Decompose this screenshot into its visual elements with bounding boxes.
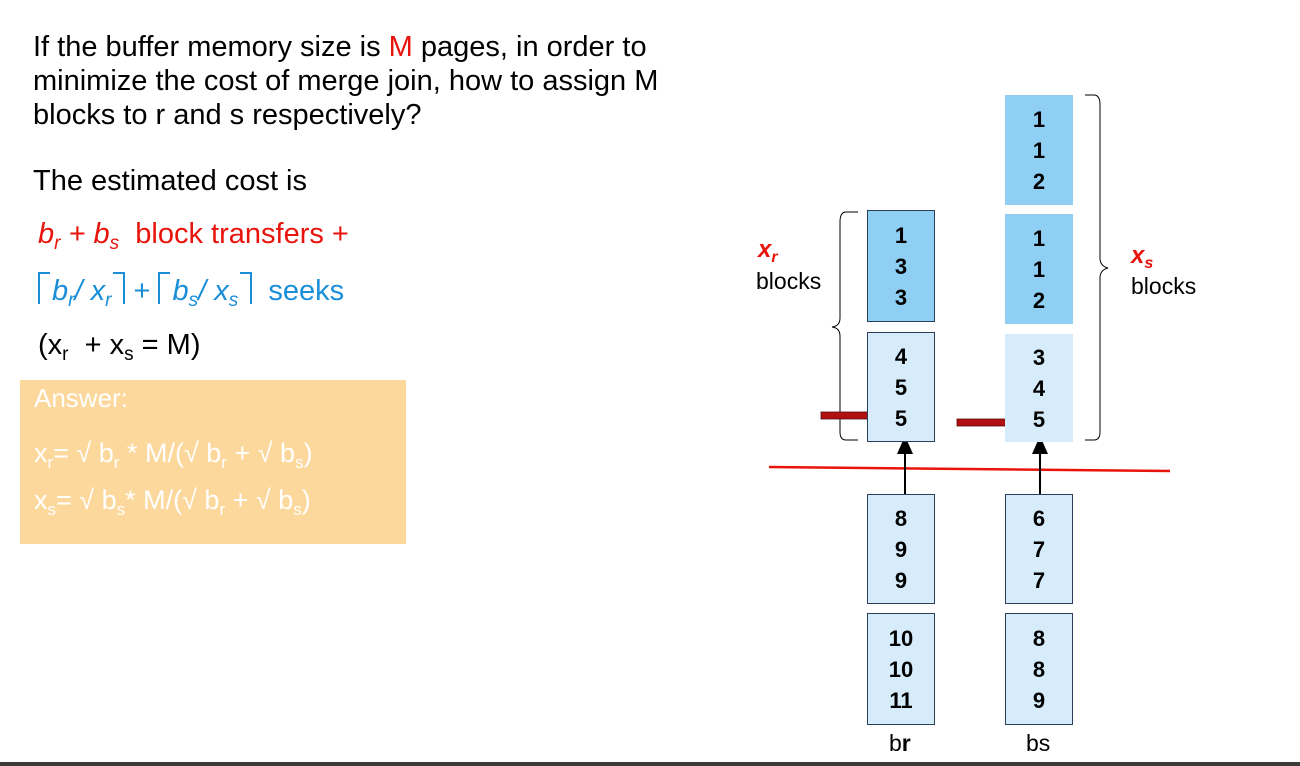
answer-box xyxy=(20,380,406,544)
memory-size-m: M xyxy=(388,31,413,63)
answer-xs: xs= √ bs* M/(√ br + √ bs) xyxy=(34,485,311,519)
buffer-boundary-line xyxy=(768,465,1171,473)
xr-blocks-label: blocks xyxy=(756,268,822,294)
xr-brace xyxy=(831,211,858,441)
xs-blocks-label: blocks xyxy=(1131,273,1197,299)
bs-label: bs xyxy=(1026,730,1051,756)
bottom-divider xyxy=(0,762,1300,766)
xs-brace xyxy=(1085,94,1109,441)
question-text: If the buffer memory size is M pages, in… xyxy=(33,31,659,131)
formula-transfers: br + bs block transfers + xyxy=(38,218,349,254)
estimate-label: The estimated cost is xyxy=(33,165,307,197)
answer-title: Answer: xyxy=(34,383,128,413)
formula-constraint: (xr + xs = M) xyxy=(38,329,201,365)
formula-seeks: br/ xr + bs/ xs seeks xyxy=(38,272,344,310)
xs-label: xs xyxy=(1131,242,1154,272)
br-label: br xyxy=(889,730,911,756)
answer-xr: xr= √ br * M/(√ br + √ bs) xyxy=(34,438,313,472)
xr-label: xr xyxy=(758,236,778,266)
